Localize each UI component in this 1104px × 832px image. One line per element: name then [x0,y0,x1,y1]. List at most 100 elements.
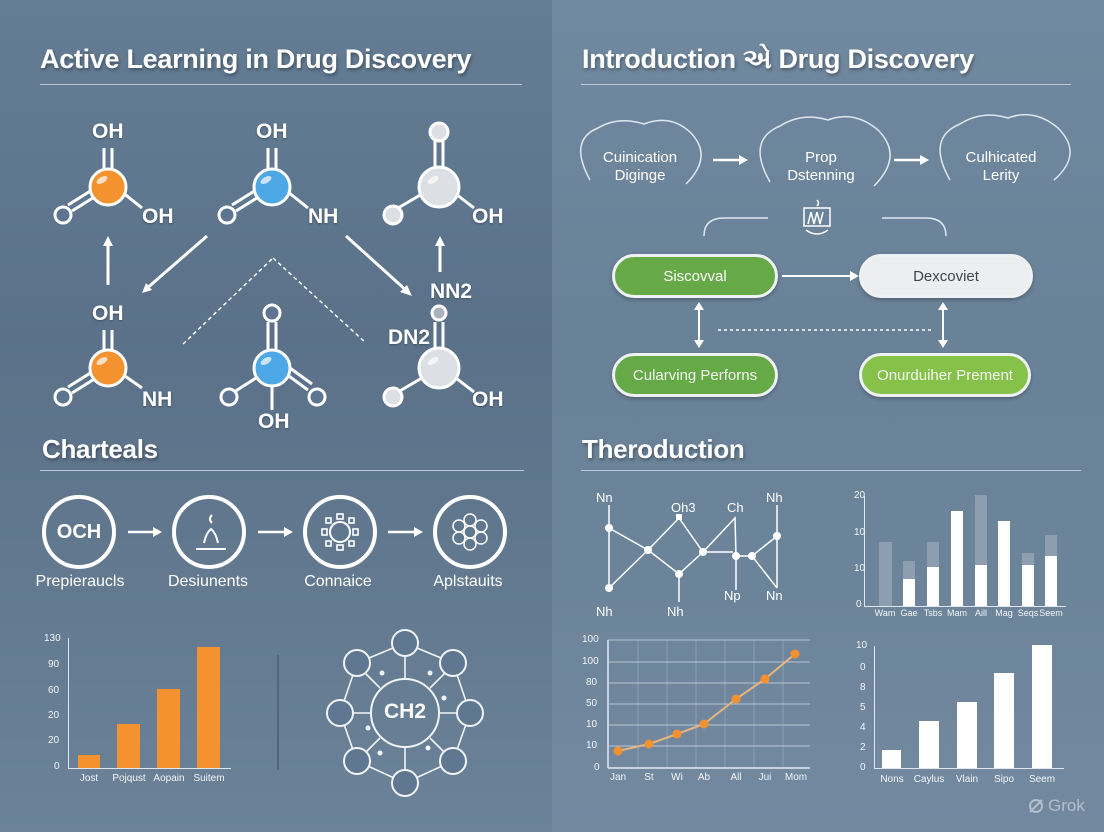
x-tick: Suitem [193,773,225,784]
x-tick: Wi [671,772,683,783]
step-circle-1: OCH [42,495,116,569]
right-title: Introduction એ Drug Discovery [582,44,974,74]
x-tick: Sipo [993,774,1014,785]
bar [1022,553,1034,565]
mol5-bottom-label: OH [258,410,290,433]
pill-bottom-right: Onurduiher Prement [859,353,1031,397]
atom-orange [88,167,128,207]
cloud-3-line2: Lerity [982,167,1020,184]
atom-label: Np [724,588,741,603]
gear-ring-icon [321,513,359,551]
step-circle-4 [433,495,507,569]
chemical-structure [605,505,781,602]
cloud-3: Culhicated Lerity [946,149,1056,185]
left-section2-title: Charteals [42,434,158,464]
och-icon: OCH [56,520,102,543]
x-tick: Mom [784,772,808,783]
right-section2-title: Theroduction [582,434,745,464]
y-tick: 0 [54,761,60,772]
cloud-2: Prop Dstenning [768,149,874,185]
x-tick: St [644,772,654,783]
x-tick: Gae [900,608,918,618]
bar [197,647,220,768]
step-label-2: Desiunents [167,573,249,590]
bar [927,542,939,567]
x-tick: Jan [609,772,627,783]
y-tick: 50 [586,698,598,709]
x-tick: All [730,772,742,783]
y-tick: 2 [860,742,866,753]
bar [927,567,939,606]
x-tick: Mag [995,608,1013,618]
line-chart: 100 100 80 50 10 10 0 Jan St Wi Ab All J… [570,630,830,820]
y-tick: 100 [582,634,599,645]
bar [957,702,977,768]
y-axis [68,638,69,768]
cell-cluster-icon [452,513,488,551]
left-panel: Active Learning in Drug Discovery [0,0,552,832]
bar [975,565,987,606]
grok-logo-icon [1029,799,1043,813]
bar [882,750,901,768]
x-tick: Aopain [153,773,185,784]
y-axis [864,496,865,606]
y-tick: 20 [48,710,60,721]
right-section2-rule [581,470,1081,471]
flask-icon [196,514,226,550]
mol1-top-label: OH [92,120,124,143]
step-circle-3 [303,495,377,569]
pill-top-right: Dexcoviet [859,254,1033,298]
atom-label: Nn [596,490,613,505]
bar [998,521,1010,606]
pill-top-left: Siscovval [612,254,778,298]
y-tick: 0 [856,599,862,610]
atom-label: Nh [766,490,783,505]
bar [1045,556,1057,606]
lab-box-icon [803,199,831,235]
step-label-4: Aplstauits [433,573,503,590]
x-tick: Jost [79,773,99,784]
step-label-3: Connaice [304,573,372,590]
left-title: Active Learning in Drug Discovery [40,44,472,74]
mol4-right-label: NH [142,388,173,411]
bar [903,579,915,606]
mol6-top-label: NN2 [430,280,473,303]
y-tick: 10 [854,563,866,574]
bar [951,511,963,606]
y-axis [874,646,875,768]
cloud-2-line2: Dstenning [787,167,855,184]
y-tick: 10 [854,527,866,538]
y-tick: 10 [586,740,598,751]
x-tick: Caylus [913,774,945,785]
y-tick: 0 [860,762,866,773]
bar [1045,535,1057,556]
cloud-flow [579,113,1071,348]
atom-label: Nh [596,604,613,619]
orange-bar-chart: 130 90 60 20 20 0 Jost Pojqust Aopain Su… [30,630,280,800]
mol6-right-label: OH [472,388,504,411]
watermark-text: Grok [1048,796,1085,815]
step-circle-2 [172,495,246,569]
y-tick: 100 [582,656,599,667]
y-tick: 130 [44,633,61,644]
atom-label: Nh [667,604,684,619]
x-axis [68,768,231,769]
x-tick: Seem [1028,774,1056,785]
bar [879,542,892,606]
right-title-rule [581,84,1071,85]
mol6-left-label: DN2 [388,326,431,349]
pill-bottom-left: Cularving Perforns [612,353,778,397]
x-tick: Ab [697,772,711,783]
x-tick: Wam [874,608,896,618]
mol2-top-label: OH [256,120,288,143]
grok-watermark: Grok [1028,796,1085,816]
y-tick: 0 [860,662,866,673]
bar [117,724,140,768]
y-tick: 10 [586,719,598,730]
atom-label: Oh3 [671,500,696,515]
bar [1022,565,1034,606]
y-tick: 0 [594,762,600,773]
x-tick: Pojqust [112,773,146,784]
y-tick: 60 [48,685,60,696]
mol3-right-label: OH [472,205,504,228]
